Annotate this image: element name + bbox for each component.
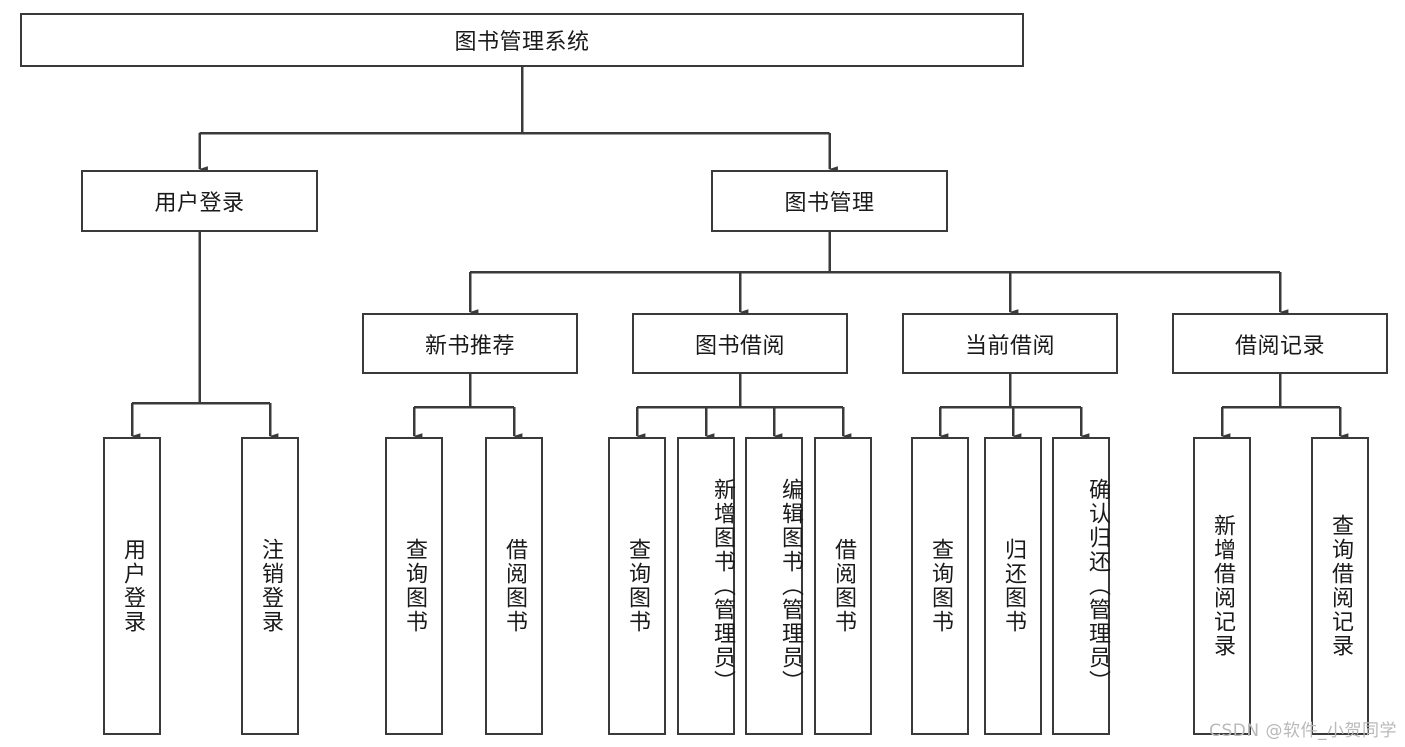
node-leaf-add-record-label: 新增借阅记录 <box>1210 514 1235 658</box>
node-leaf-add-book-label: 新增图书（管理员） <box>710 478 735 694</box>
node-leaf-edit-book[interactable]: 编辑图书（管理员） <box>745 437 803 735</box>
node-root[interactable]: 图书管理系统 <box>20 13 1024 67</box>
node-leaf-query-book-3-label: 查询图书 <box>928 538 953 634</box>
node-new-book-recommend-label: 新书推荐 <box>424 333 515 359</box>
node-leaf-query-book-2[interactable]: 查询图书 <box>608 437 666 735</box>
watermark: CSDN @软件_小贺同学 <box>1209 721 1397 741</box>
node-leaf-borrow-book-2[interactable]: 借阅图书 <box>814 437 872 735</box>
node-book-borrow[interactable]: 图书借阅 <box>632 313 848 374</box>
node-leaf-borrow-book-2-label: 借阅图书 <box>831 538 856 634</box>
node-leaf-logout-label: 注销登录 <box>258 538 283 634</box>
node-leaf-return-book[interactable]: 归还图书 <box>984 437 1042 735</box>
node-leaf-return-book-label: 归还图书 <box>1001 538 1026 634</box>
node-leaf-logout[interactable]: 注销登录 <box>241 437 299 735</box>
node-leaf-edit-book-label: 编辑图书（管理员） <box>778 478 803 694</box>
node-leaf-user-login[interactable]: 用户登录 <box>103 437 161 735</box>
node-borrow-record-label: 借阅记录 <box>1234 333 1325 359</box>
node-leaf-confirm-return-label: 确认归还（管理员） <box>1085 478 1110 694</box>
node-book-manage[interactable]: 图书管理 <box>711 170 948 232</box>
node-leaf-query-book-1[interactable]: 查询图书 <box>385 437 443 735</box>
node-leaf-confirm-return[interactable]: 确认归还（管理员） <box>1052 437 1110 735</box>
node-user-login-label: 用户登录 <box>154 191 245 216</box>
node-leaf-borrow-book-1-label: 借阅图书 <box>502 538 527 634</box>
node-leaf-query-book-3[interactable]: 查询图书 <box>911 437 969 735</box>
node-current-borrow[interactable]: 当前借阅 <box>902 313 1118 374</box>
node-leaf-user-login-label: 用户登录 <box>120 538 145 634</box>
node-book-manage-label: 图书管理 <box>784 191 875 216</box>
node-leaf-query-record-label: 查询借阅记录 <box>1328 514 1353 658</box>
node-leaf-borrow-book-1[interactable]: 借阅图书 <box>485 437 543 735</box>
node-current-borrow-label: 当前借阅 <box>964 333 1055 359</box>
node-borrow-record[interactable]: 借阅记录 <box>1172 313 1388 374</box>
node-leaf-query-book-2-label: 查询图书 <box>625 538 650 634</box>
node-new-book-recommend[interactable]: 新书推荐 <box>362 313 578 374</box>
node-user-login[interactable]: 用户登录 <box>81 170 318 232</box>
node-leaf-add-record[interactable]: 新增借阅记录 <box>1193 437 1251 735</box>
node-leaf-query-record[interactable]: 查询借阅记录 <box>1311 437 1369 735</box>
node-root-label: 图书管理系统 <box>454 30 590 55</box>
node-leaf-add-book[interactable]: 新增图书（管理员） <box>677 437 735 735</box>
node-leaf-query-book-1-label: 查询图书 <box>402 538 427 634</box>
node-book-borrow-label: 图书借阅 <box>694 333 785 359</box>
